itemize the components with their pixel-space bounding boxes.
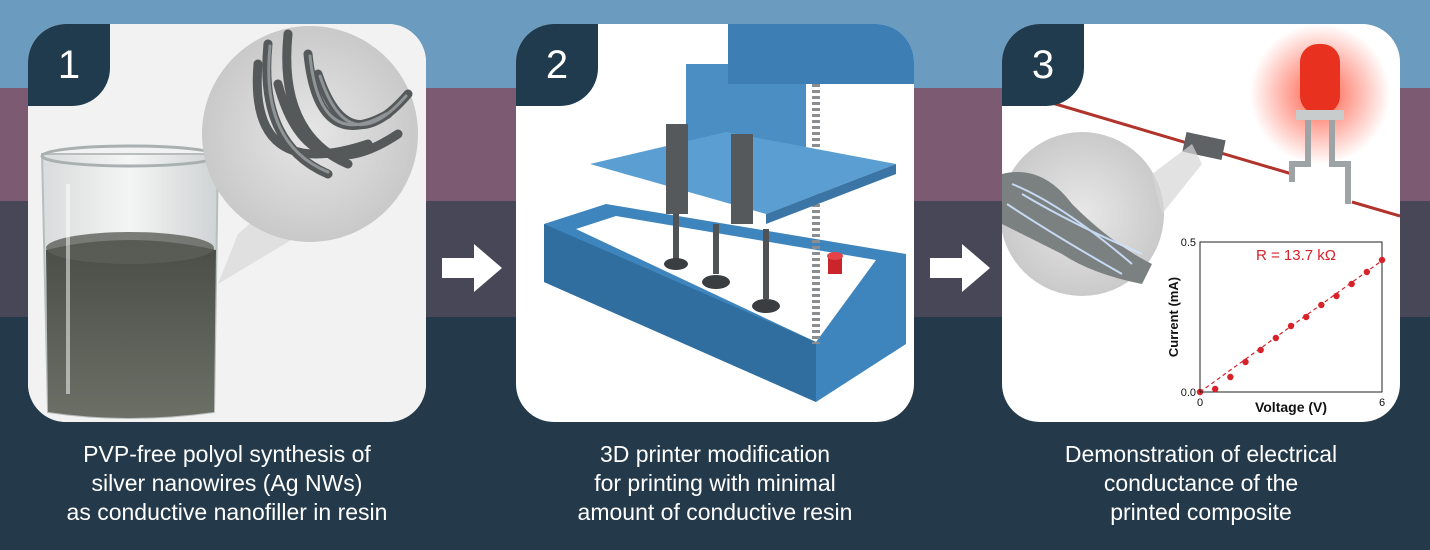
data-point bbox=[1257, 346, 1264, 354]
step-number-badge: 2 bbox=[516, 24, 598, 106]
nanowire-icon bbox=[202, 26, 418, 284]
caption-line: silver nanowires (Ag NWs) bbox=[91, 470, 363, 496]
data-point bbox=[1378, 256, 1386, 264]
caption-line: as conductive nanofiller in resin bbox=[66, 499, 388, 525]
step-number-badge: 3 bbox=[1002, 24, 1084, 106]
caption-line: 3D printer modification bbox=[599, 441, 831, 467]
step-2-caption: 3D printer modification for printing wit… bbox=[505, 440, 925, 527]
step-number-badge: 1 bbox=[28, 24, 110, 106]
caption-line: Demonstration of electrical bbox=[1064, 441, 1338, 467]
y-tick-label: 0.5 bbox=[1181, 237, 1196, 249]
step-1-caption: PVP-free polyol synthesis of silver nano… bbox=[17, 440, 437, 527]
x-tick-label: 0 bbox=[1197, 397, 1203, 409]
led-circuit-illustration bbox=[1002, 24, 1400, 296]
arrow-right-icon bbox=[442, 244, 502, 292]
data-point bbox=[1302, 313, 1310, 321]
data-point bbox=[1333, 292, 1340, 300]
data-point bbox=[1318, 301, 1325, 309]
data-point bbox=[1272, 334, 1280, 342]
step-1-panel bbox=[28, 24, 426, 422]
x-axis-label: Voltage (V) bbox=[1255, 399, 1327, 415]
plot-area bbox=[1199, 241, 1383, 393]
y-tick-label: 0.0 bbox=[1181, 387, 1196, 399]
arrow-right-icon bbox=[930, 244, 990, 292]
y-axis-label: Current (mA) bbox=[1166, 277, 1181, 357]
caption-line: amount of conductive resin bbox=[577, 499, 853, 525]
data-point bbox=[1363, 268, 1371, 276]
caption-line: PVP-free polyol synthesis of bbox=[83, 441, 371, 467]
caption-line: printed composite bbox=[1110, 499, 1292, 525]
caption-line: conductance of the bbox=[1103, 470, 1299, 496]
data-point bbox=[1227, 373, 1234, 381]
data-point bbox=[1242, 358, 1249, 366]
step-2-panel bbox=[516, 24, 914, 422]
printer-icon bbox=[544, 24, 914, 402]
x-tick-label: 6 bbox=[1379, 397, 1385, 409]
step-3-caption: Demonstration of electrical conductance … bbox=[991, 440, 1411, 527]
data-point bbox=[1287, 322, 1295, 330]
caption-line: for printing with minimal bbox=[594, 470, 836, 496]
data-point bbox=[1348, 280, 1355, 288]
resistance-annotation: R = 13.7 kΩ bbox=[1256, 247, 1336, 264]
data-point bbox=[1211, 385, 1219, 393]
